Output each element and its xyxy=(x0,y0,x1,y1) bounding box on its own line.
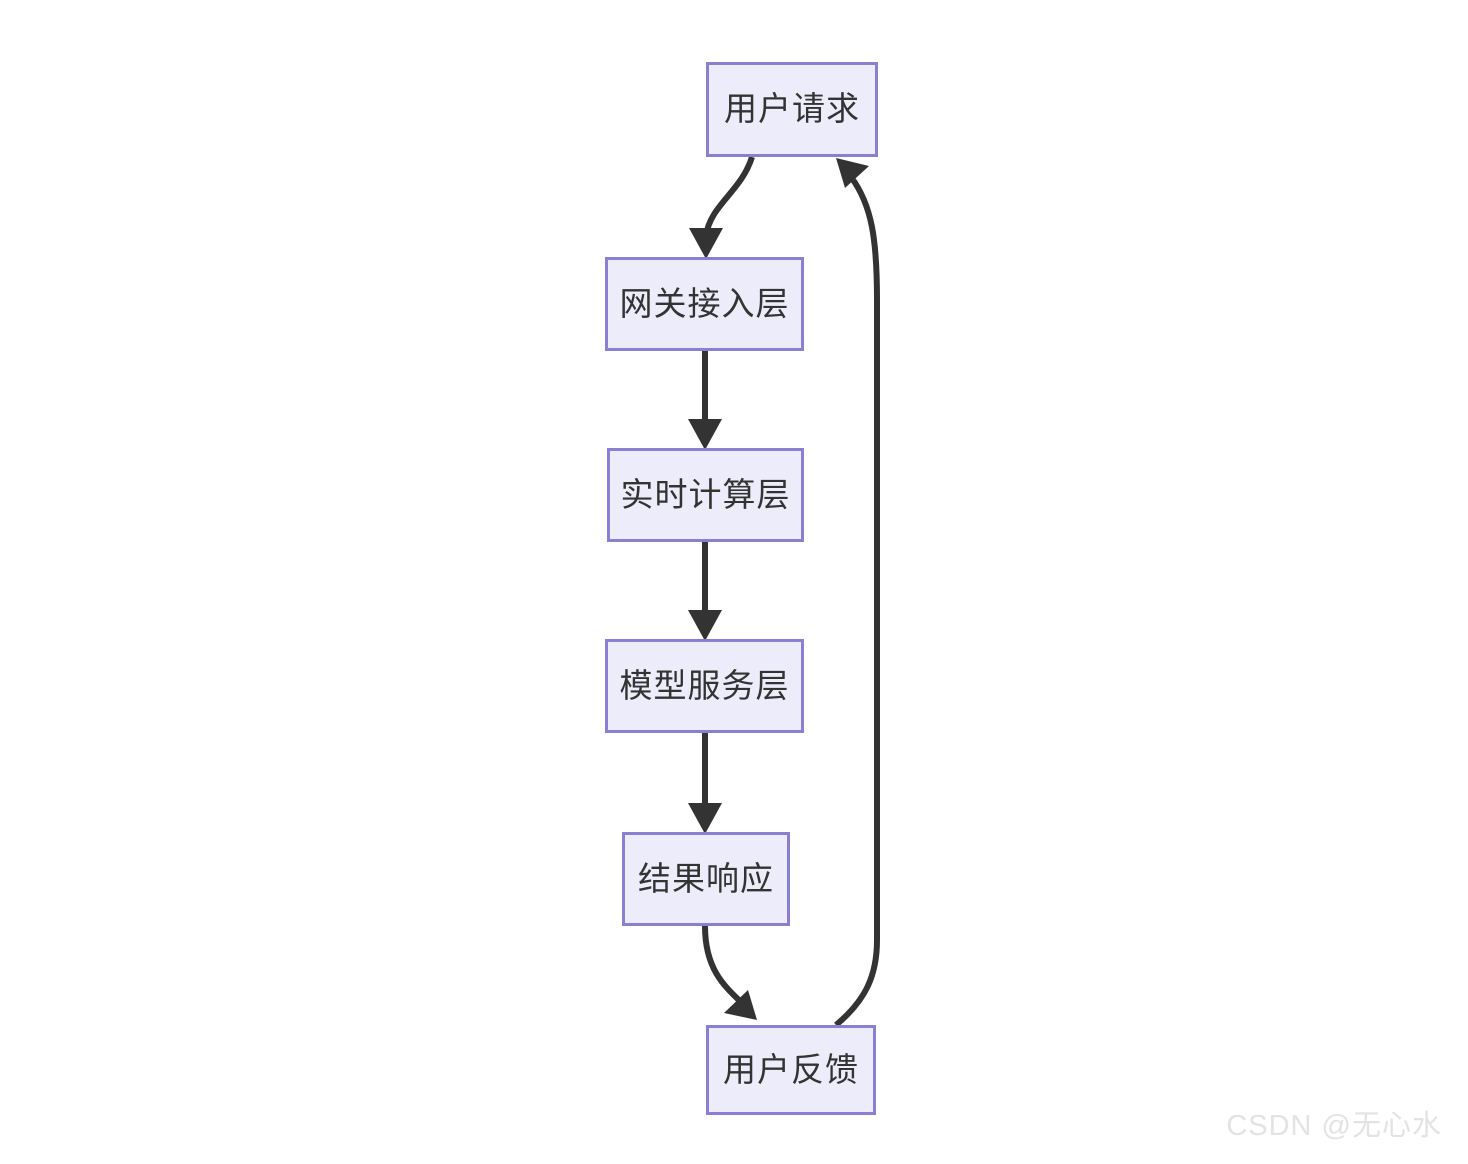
node-gateway-layer[interactable]: 网关接入层 xyxy=(605,257,804,351)
edge-gateway-to-realtime xyxy=(688,351,722,450)
edge-feedback-to-request xyxy=(834,158,880,1028)
node-label: 用户请求 xyxy=(724,90,860,127)
node-user-request[interactable]: 用户请求 xyxy=(706,62,878,157)
node-label: 模型服务层 xyxy=(619,666,790,704)
node-label: 用户反馈 xyxy=(723,1050,859,1088)
edge-realtime-to-model xyxy=(688,542,722,641)
node-model-layer[interactable]: 模型服务层 xyxy=(605,639,804,733)
node-label: 实时计算层 xyxy=(620,475,791,513)
node-realtime-layer[interactable]: 实时计算层 xyxy=(607,448,804,542)
node-label: 网关接入层 xyxy=(619,284,790,322)
node-user-feedback[interactable]: 用户反馈 xyxy=(706,1025,876,1115)
node-label: 结果响应 xyxy=(638,859,774,897)
edge-result-to-feedback xyxy=(702,925,757,1020)
watermark: CSDN @无心水 xyxy=(1226,1110,1442,1142)
node-result-response[interactable]: 结果响应 xyxy=(622,832,790,926)
edge-request-to-gateway xyxy=(689,156,755,259)
edge-model-to-result xyxy=(688,733,722,834)
